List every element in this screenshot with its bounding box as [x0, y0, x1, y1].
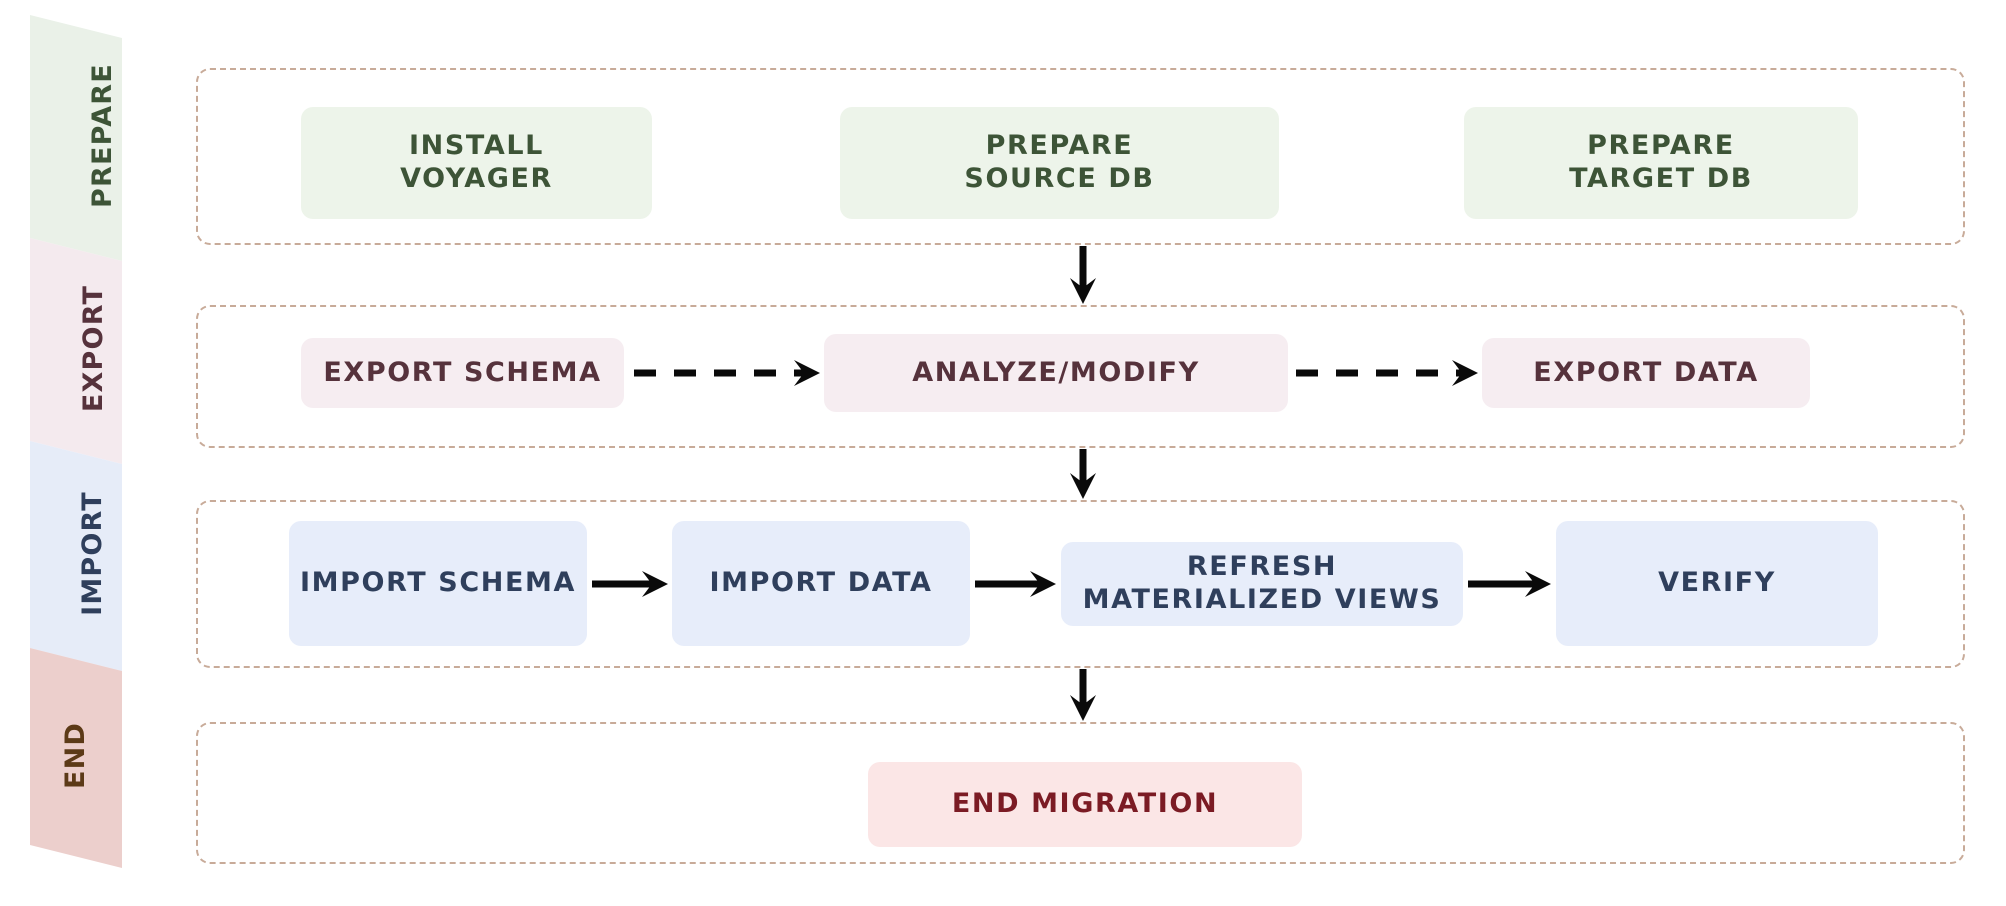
step-node-refresh-materialized-views[interactable]: REFRESH MATERIALIZED VIEWS: [1061, 542, 1463, 626]
step-node-export-schema[interactable]: EXPORT SCHEMA: [301, 338, 624, 408]
connector-import-to-end: [1063, 669, 1103, 721]
phase-band-import[interactable]: [30, 441, 122, 671]
step-node-prepare-source-db[interactable]: PREPARE SOURCE DB: [840, 107, 1279, 219]
phase-container-import: [196, 500, 1965, 668]
step-node-end-migration[interactable]: END MIGRATION: [868, 762, 1302, 847]
step-node-verify[interactable]: VERIFY: [1556, 521, 1878, 646]
phase-band-export[interactable]: [30, 238, 122, 464]
step-node-import-schema[interactable]: IMPORT SCHEMA: [289, 521, 587, 646]
phase-container-export: [196, 305, 1965, 448]
phase-container-prepare: [196, 68, 1965, 245]
step-node-analyze-modify[interactable]: ANALYZE/MODIFY: [824, 334, 1288, 412]
step-node-install-voyager[interactable]: INSTALL VOYAGER: [301, 107, 652, 219]
phase-rail-bands: [30, 15, 122, 868]
connector-prepare-to-export: [1063, 246, 1103, 304]
step-node-export-data[interactable]: EXPORT DATA: [1482, 338, 1810, 408]
phase-band-end[interactable]: [30, 648, 122, 868]
phase-band-prepare[interactable]: [30, 15, 122, 261]
step-node-prepare-target-db[interactable]: PREPARE TARGET DB: [1464, 107, 1858, 219]
step-node-import-data[interactable]: IMPORT DATA: [672, 521, 970, 646]
phase-container-end: [196, 722, 1965, 864]
connector-export-to-import: [1063, 449, 1103, 499]
